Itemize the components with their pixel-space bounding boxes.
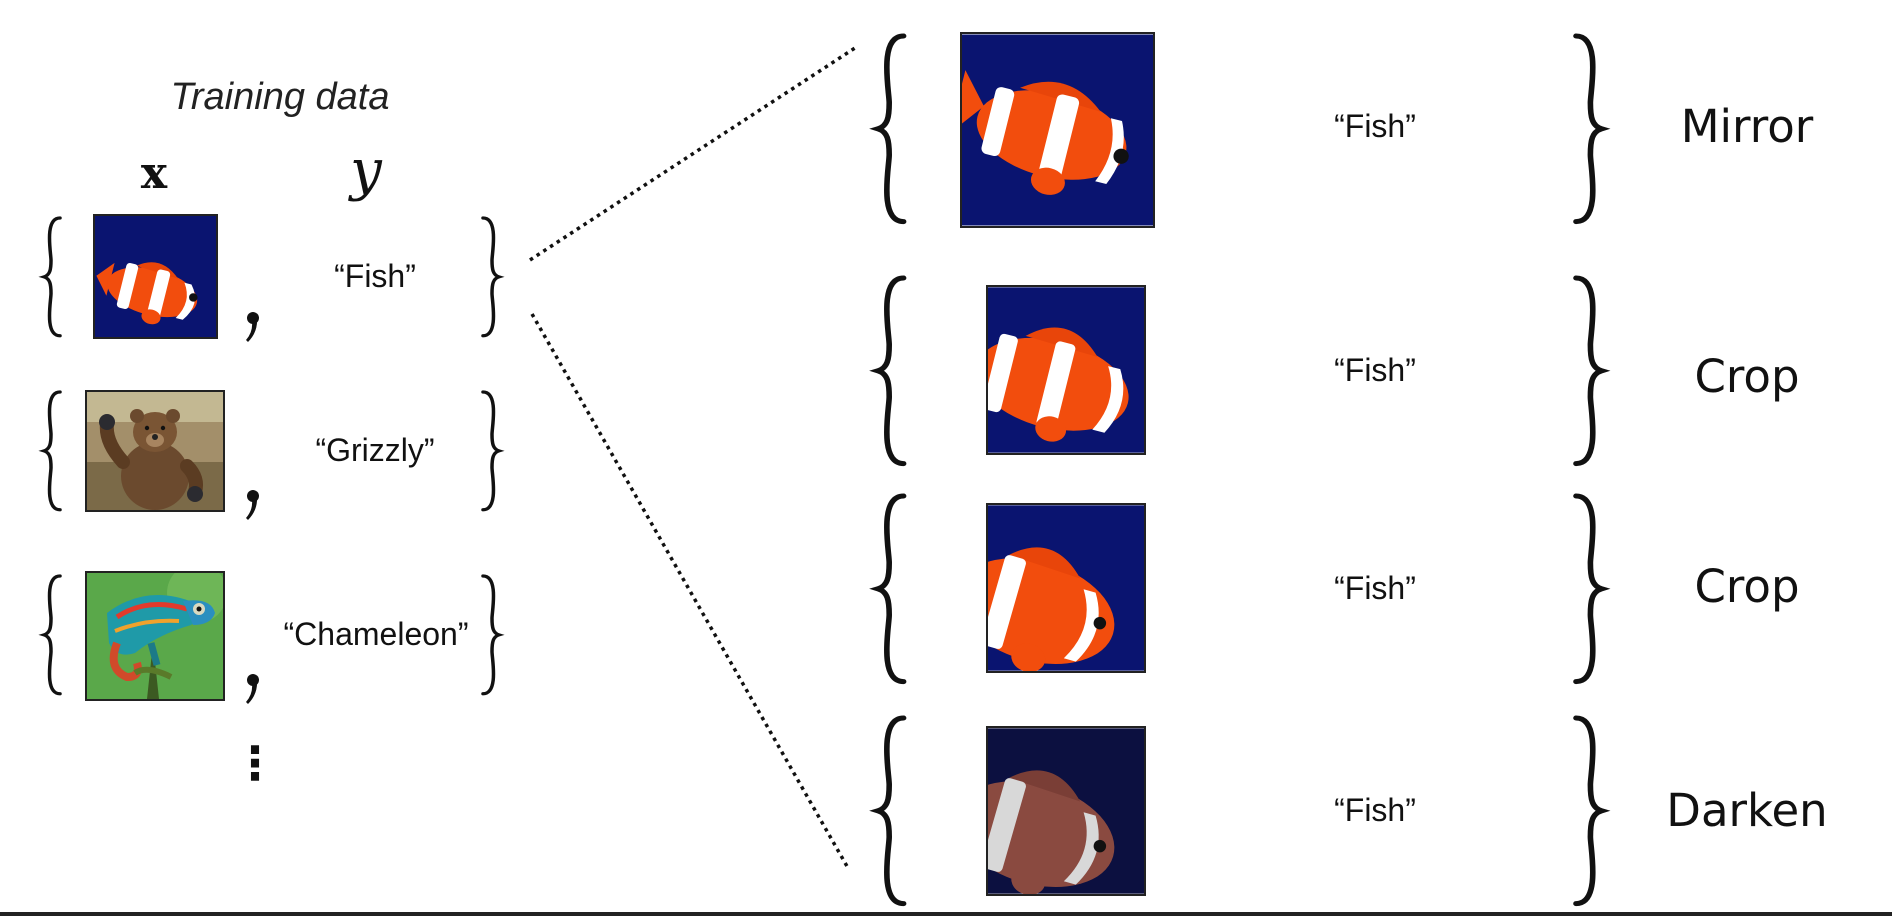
clownfish-cropped-image: [986, 503, 1146, 673]
clownfish-mirrored-image: [960, 32, 1155, 228]
left-brace: [878, 496, 904, 682]
right-brace: [1576, 496, 1602, 682]
left-brace: [42, 574, 62, 696]
input-header-x: x: [140, 148, 168, 199]
clownfish-cropped-image: [986, 285, 1146, 455]
augmentation-name: Darken: [1666, 784, 1828, 837]
clownfish-image: [93, 214, 218, 339]
right-brace: [481, 216, 501, 338]
right-brace: [481, 390, 501, 512]
zoom-line-top: [529, 44, 859, 262]
training-label: “Fish”: [334, 258, 416, 294]
comma: [246, 312, 259, 704]
augmented-label: “Fish”: [1334, 570, 1416, 606]
left-brace: [42, 390, 62, 512]
label-header-y: y: [350, 138, 382, 203]
left-brace: [878, 718, 904, 904]
bottom-border: [0, 912, 1892, 916]
more-examples-ellipsis: ⋮: [232, 736, 278, 790]
right-brace: [1576, 278, 1602, 464]
left-brace: [42, 216, 62, 338]
augmentation-name: Crop: [1694, 350, 1800, 403]
training-data-title: Training data: [170, 76, 390, 118]
clownfish-darkened-image: [986, 726, 1146, 896]
left-brace: [878, 278, 904, 464]
grizzly-bear-image: [85, 390, 225, 512]
chameleon-image: [85, 571, 225, 701]
augmented-label: “Fish”: [1334, 108, 1416, 144]
left-brace: [878, 36, 904, 222]
training-label: “Chameleon”: [283, 616, 469, 652]
training-label: “Grizzly”: [315, 432, 435, 468]
augmentation-name: Crop: [1694, 560, 1800, 613]
augmented-label: “Fish”: [1334, 792, 1416, 828]
right-brace: [1576, 718, 1602, 904]
augmented-label: “Fish”: [1334, 352, 1416, 388]
zoom-line-bottom: [530, 313, 850, 869]
augmentation-name: Mirror: [1680, 100, 1814, 153]
right-brace: [1576, 36, 1602, 222]
